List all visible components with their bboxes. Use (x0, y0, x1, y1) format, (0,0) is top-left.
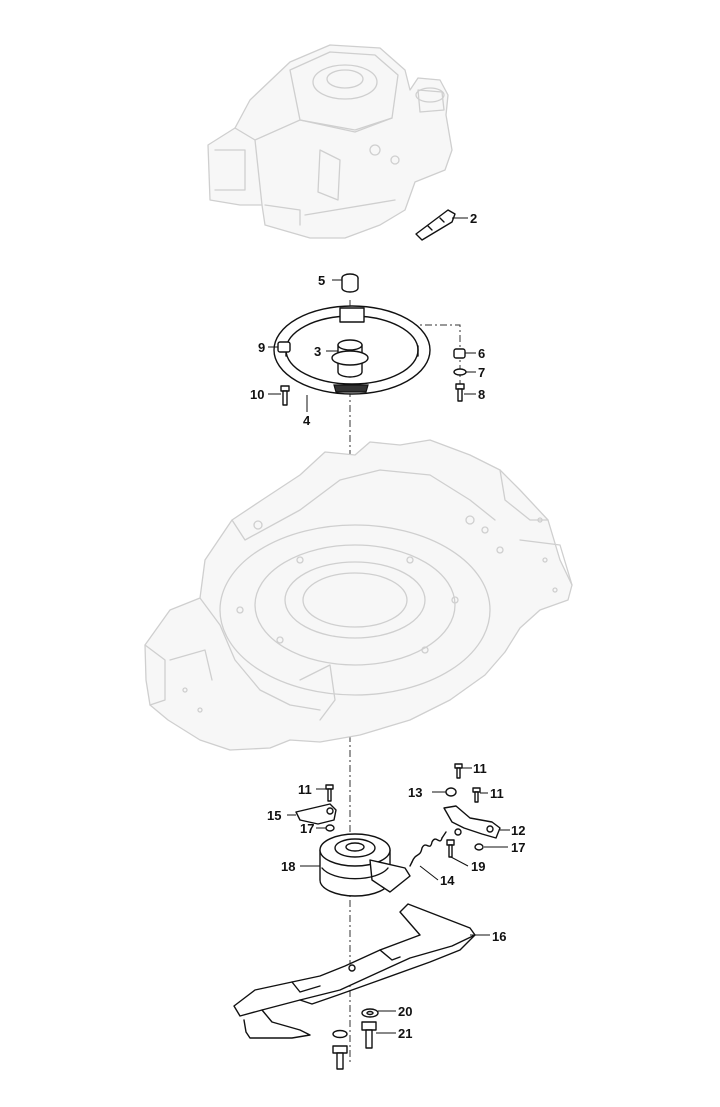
part-15-bracket (295, 803, 337, 825)
part-21-bolt (361, 1021, 377, 1049)
callout-17-left: 17 (300, 821, 314, 836)
part-7-washer (453, 368, 467, 376)
part-11-bolt-left (325, 784, 334, 802)
callout-5: 5 (318, 273, 325, 288)
callout-13: 13 (408, 785, 422, 800)
part-11-bolt-top (454, 763, 463, 779)
callout-16: 14 (440, 873, 455, 888)
engine-outline (207, 44, 453, 239)
part-19-blade (233, 903, 476, 1039)
part-2-bracket (415, 209, 456, 241)
callout-11-right: 11 (490, 786, 504, 801)
callout-17-right: 17 (511, 840, 525, 855)
callout-18: 18 (281, 859, 295, 874)
callout-21: 21 (398, 1026, 412, 1041)
callout-2: 2 (470, 211, 477, 226)
part-6-nut (453, 348, 466, 359)
part-20-washer (361, 1008, 379, 1018)
callout-20: 20 (398, 1004, 412, 1019)
part-11-bolt-right (472, 787, 481, 803)
callout-11-top: 11 (473, 761, 487, 776)
part-5-spacer (341, 273, 359, 293)
callout-9: 9 (258, 340, 265, 355)
callout-14: 19 (471, 859, 485, 874)
part-14-pin (446, 839, 455, 858)
callout-7: 7 (478, 365, 485, 380)
part-17-nut-right (474, 843, 484, 851)
deck-outline (144, 439, 573, 751)
callout-10: 10 (250, 387, 264, 402)
part-13-spacer (445, 787, 457, 797)
callout-3: 3 (314, 344, 321, 359)
callout-12: 12 (511, 823, 525, 838)
part-17-nut-left (325, 824, 335, 832)
part-12-lever (443, 805, 501, 839)
callout-4: 4 (303, 413, 311, 428)
callout-8: 8 (478, 387, 485, 402)
part-8-bolt (455, 383, 465, 402)
callout-15: 15 (267, 808, 281, 823)
callout-6: 6 (478, 346, 485, 361)
callout-11-left: 11 (298, 782, 312, 797)
part-21-bolt-lower (332, 1029, 348, 1070)
part-9-nut (277, 341, 291, 353)
part-10-bolt (280, 385, 290, 406)
part-16-spring (409, 831, 447, 867)
callout-19: 16 (492, 929, 506, 944)
part-3-hub (331, 339, 369, 378)
part-18-clutch (319, 833, 411, 897)
